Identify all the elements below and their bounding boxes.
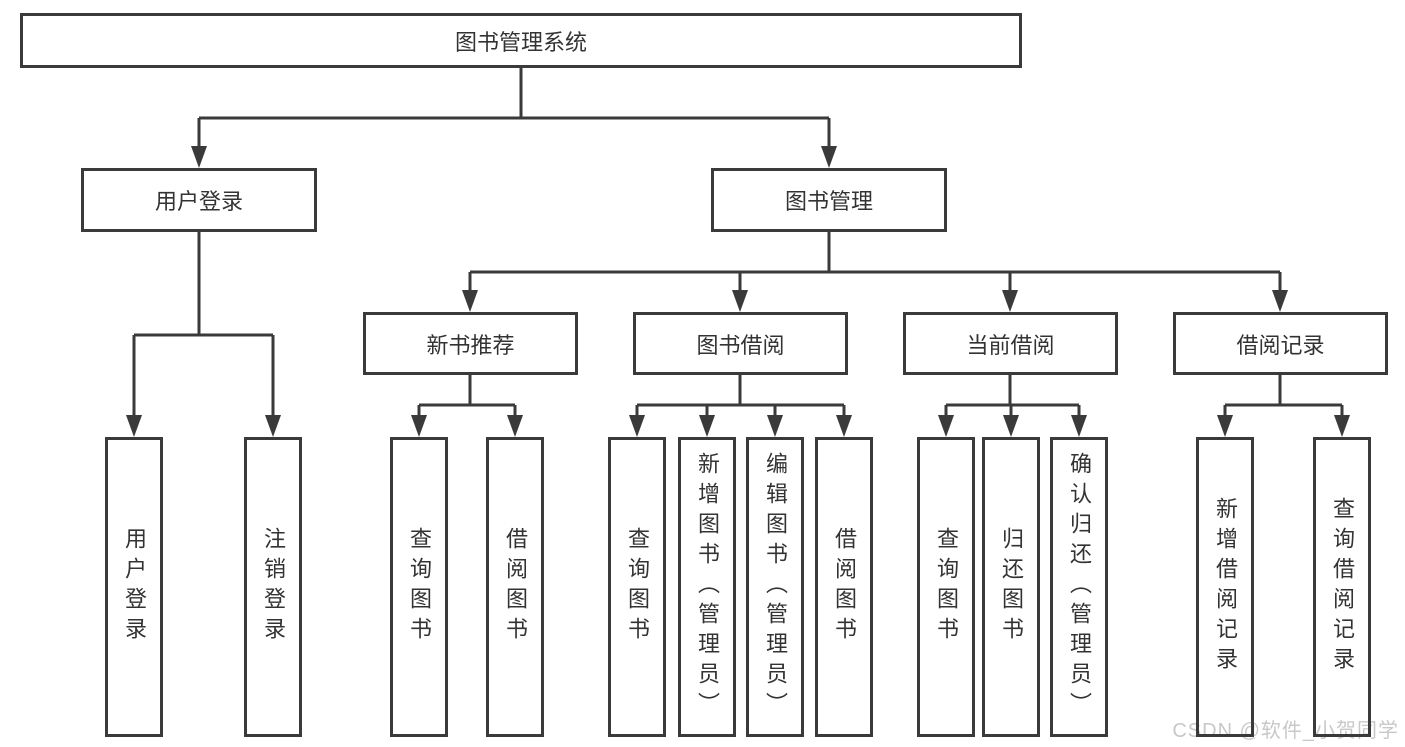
arrow-down-icon [821, 146, 837, 168]
leaf-return-book: 归还图书 [982, 437, 1040, 737]
leaf-borrow-query-books-label: 查询图书 [625, 527, 650, 647]
leaf-recommend-borrow-books-label: 借阅图书 [503, 527, 528, 647]
leaf-borrow-books: 借阅图书 [815, 437, 873, 737]
leaf-logout: 注销登录 [244, 437, 302, 737]
arrow-down-icon [732, 290, 748, 312]
connector-line [1223, 375, 1344, 415]
leaf-edit-book-admin: 编辑图书（管理员） [746, 437, 804, 737]
connector-userlogin-to-leaves [126, 232, 281, 437]
leaf-add-borrow-record-label: 新增借阅记录 [1213, 497, 1238, 677]
node-new-book-recommend-label: 新书推荐 [426, 332, 515, 358]
leaf-recommend-query-books-label: 查询图书 [407, 527, 432, 647]
arrow-down-icon [1003, 415, 1019, 437]
node-new-book-recommend: 新书推荐 [363, 312, 578, 375]
leaf-add-book-admin: 新增图书（管理员） [678, 437, 736, 737]
leaf-add-borrow-record: 新增借阅记录 [1196, 437, 1254, 737]
arrow-down-icon [411, 415, 427, 437]
leaf-current-query-books: 查询图书 [917, 437, 975, 737]
arrow-down-icon [1217, 415, 1233, 437]
node-root: 图书管理系统 [20, 13, 1022, 68]
connector-recommend-to-leaves [411, 375, 523, 437]
arrow-down-icon [1071, 415, 1087, 437]
leaf-borrow-books-label: 借阅图书 [832, 527, 857, 647]
arrow-down-icon [191, 146, 207, 168]
arrow-down-icon [1002, 290, 1018, 312]
arrow-down-icon [462, 290, 478, 312]
arrow-down-icon [699, 415, 715, 437]
leaf-user-login: 用户登录 [105, 437, 163, 737]
arrow-down-icon [1334, 415, 1350, 437]
connector-line [468, 232, 1282, 290]
arrow-down-icon [507, 415, 523, 437]
node-user-login: 用户登录 [81, 168, 317, 232]
leaf-user-login-label: 用户登录 [122, 527, 147, 647]
arrow-down-icon [1272, 290, 1288, 312]
connector-records-to-leaves [1217, 375, 1350, 437]
leaf-edit-book-admin-label: 编辑图书（管理员） [763, 452, 788, 722]
connector-line [635, 375, 846, 415]
connector-line [132, 232, 275, 415]
leaf-recommend-query-books: 查询图书 [390, 437, 448, 737]
connector-line [197, 68, 831, 146]
node-root-label: 图书管理系统 [454, 29, 587, 55]
leaf-recommend-borrow-books: 借阅图书 [486, 437, 544, 737]
connector-line [417, 375, 517, 415]
node-book-management-label: 图书管理 [784, 189, 873, 214]
node-book-borrow-label: 图书借阅 [696, 332, 785, 358]
leaf-return-book-label: 归还图书 [999, 527, 1024, 647]
leaf-borrow-query-books: 查询图书 [608, 437, 666, 737]
connector-current-to-leaves [938, 375, 1087, 437]
connector-bookmgmt-to-level3 [462, 232, 1288, 312]
leaf-current-query-books-label: 查询图书 [934, 527, 959, 647]
connector-root-to-level2 [191, 68, 837, 168]
node-current-borrow: 当前借阅 [903, 312, 1118, 375]
leaf-add-book-admin-label: 新增图书（管理员） [695, 452, 720, 722]
leaf-query-borrow-record: 查询借阅记录 [1313, 437, 1371, 737]
node-current-borrow-label: 当前借阅 [966, 332, 1055, 358]
node-user-login-label: 用户登录 [154, 189, 243, 214]
node-book-borrow: 图书借阅 [633, 312, 848, 375]
arrow-down-icon [767, 415, 783, 437]
arrow-down-icon [126, 415, 142, 437]
node-borrow-records-label: 借阅记录 [1236, 332, 1325, 358]
connector-line [944, 375, 1081, 415]
connector-borrow-to-leaves [629, 375, 852, 437]
arrow-down-icon [629, 415, 645, 437]
node-borrow-records: 借阅记录 [1173, 312, 1388, 375]
leaf-logout-label: 注销登录 [261, 527, 286, 647]
node-book-management: 图书管理 [711, 168, 947, 232]
arrow-down-icon [265, 415, 281, 437]
leaf-query-borrow-record-label: 查询借阅记录 [1330, 497, 1355, 677]
arrow-down-icon [938, 415, 954, 437]
arrow-down-icon [836, 415, 852, 437]
leaf-confirm-return-admin: 确认归还（管理员） [1050, 437, 1108, 737]
leaf-confirm-return-admin-label: 确认归还（管理员） [1067, 452, 1092, 722]
